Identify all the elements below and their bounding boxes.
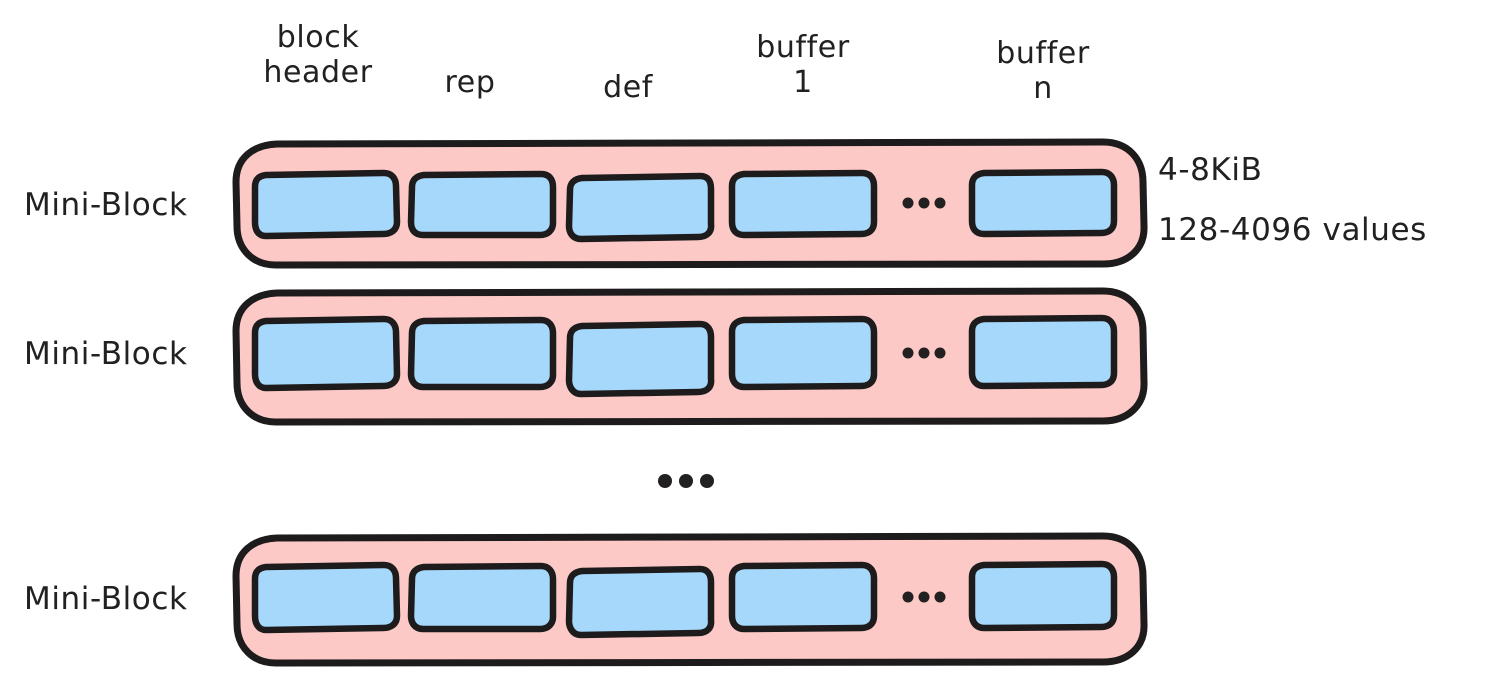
buffer-cell-3-1	[251, 561, 401, 634]
annotation-size-note: 4-8KiB	[1158, 152, 1263, 188]
buffer-cell-3-5	[968, 560, 1118, 632]
column-label-buffer-n: buffer n	[943, 36, 1143, 107]
buffer-cell-1-3	[565, 172, 715, 243]
buffer-cell-2-5	[968, 314, 1118, 390]
buffer-cell-1-1	[251, 169, 401, 240]
column-label-buffer-1-line1: buffer	[756, 30, 850, 65]
buffer-cell-2-3	[565, 320, 715, 398]
annotation-values-note: 128-4096 values	[1158, 212, 1427, 248]
buffer-cell-3-3	[565, 565, 715, 639]
buffer-cell-2-2	[407, 316, 557, 391]
row-1-inner-ellipsis	[902, 197, 946, 209]
row-label-mini-block-2: Mini-Block	[24, 336, 188, 372]
row-label-mini-block-3: Mini-Block	[24, 581, 188, 617]
buffer-cell-3-4	[728, 561, 878, 633]
rows-continuation-ellipsis	[658, 474, 714, 488]
column-label-block-header-line1: block	[276, 20, 360, 55]
buffer-cell-1-2	[407, 170, 557, 239]
buffer-cell-2-4	[728, 315, 878, 391]
buffer-cell-2-1	[251, 315, 401, 392]
column-label-def: def	[548, 70, 708, 105]
column-label-buffer-1-line2: 1	[793, 65, 813, 101]
row-label-mini-block-1: Mini-Block	[24, 187, 188, 223]
column-label-buffer-n-line1: buffer	[996, 36, 1090, 71]
column-label-block-header-line2: header	[263, 55, 373, 91]
mini-block-row-2	[232, 287, 1148, 426]
row-2-inner-ellipsis	[902, 347, 946, 359]
buffer-cell-1-4	[728, 169, 878, 239]
mini-block-row-1	[232, 138, 1148, 269]
mini-block-row-3	[232, 532, 1148, 667]
column-label-block-header: block header	[218, 20, 418, 91]
column-label-rep: rep	[390, 65, 550, 100]
column-label-rep-line1: rep	[444, 65, 496, 100]
column-label-def-line1: def	[603, 70, 653, 105]
buffer-cell-3-2	[407, 562, 557, 633]
column-label-buffer-1: buffer 1	[703, 30, 903, 101]
column-label-buffer-n-line2: n	[1033, 71, 1053, 107]
buffer-cell-1-5	[968, 168, 1118, 238]
row-3-inner-ellipsis	[902, 591, 946, 603]
